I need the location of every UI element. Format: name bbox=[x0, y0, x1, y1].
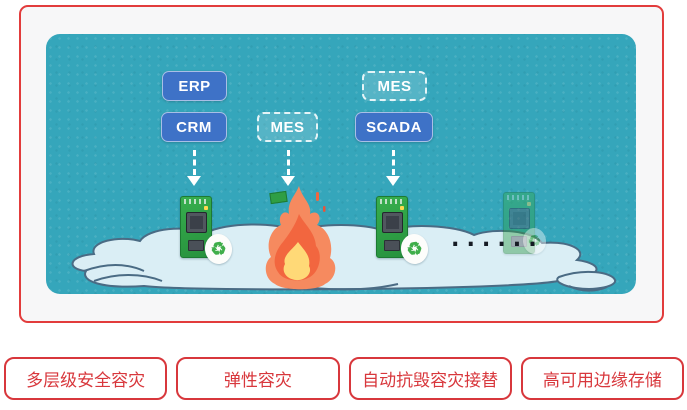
board-chip-small bbox=[384, 240, 400, 251]
illustration-panel: ERP CRM MES MES SCADA bbox=[19, 5, 664, 323]
app-label-erp: ERP bbox=[162, 71, 227, 101]
board-chip bbox=[509, 208, 530, 229]
app-label-erp-text: ERP bbox=[178, 77, 211, 95]
recycle-icon: ♻ bbox=[405, 237, 424, 261]
feature-tag-elastic-dr[interactable]: 弹性容灾 bbox=[176, 357, 340, 400]
teal-scene: ERP CRM MES MES SCADA bbox=[46, 34, 636, 294]
app-label-mes-right-text: MES bbox=[377, 77, 412, 95]
board-chip bbox=[186, 212, 207, 233]
app-label-crm-text: CRM bbox=[176, 118, 212, 136]
board-led bbox=[527, 202, 531, 206]
ellipsis-dots: ...... bbox=[448, 226, 540, 250]
edge-circuit-board bbox=[180, 196, 212, 258]
arrow-down-icon bbox=[386, 150, 400, 186]
feature-tag-row: 多层级安全容灾 弹性容灾 自动抗毁容灾接替 高可用边缘存储 bbox=[4, 357, 684, 400]
arrow-down-icon bbox=[187, 150, 201, 186]
arrow-down-icon bbox=[281, 150, 295, 186]
app-label-crm: CRM bbox=[161, 112, 227, 142]
board-led bbox=[400, 206, 404, 210]
board-led bbox=[204, 206, 208, 210]
feature-tag-ha-edge-storage[interactable]: 高可用边缘存储 bbox=[520, 357, 684, 400]
feature-tag-auto-failover[interactable]: 自动抗毁容灾接替 bbox=[348, 357, 512, 400]
recycle-icon: ♻ bbox=[209, 237, 228, 261]
board-chip-small bbox=[188, 240, 204, 251]
app-label-mes-center-text: MES bbox=[270, 118, 305, 136]
fire-icon bbox=[265, 186, 336, 290]
edge-circuit-board-faded bbox=[503, 192, 535, 254]
app-label-scada: SCADA bbox=[355, 112, 433, 142]
board-chip bbox=[382, 212, 403, 233]
app-label-mes-center: MES bbox=[257, 112, 318, 142]
app-label-scada-text: SCADA bbox=[366, 118, 422, 136]
app-label-mes-right: MES bbox=[362, 71, 427, 101]
board-chip-small bbox=[511, 236, 527, 247]
feature-tag-multilevel-dr[interactable]: 多层级安全容灾 bbox=[4, 357, 168, 400]
